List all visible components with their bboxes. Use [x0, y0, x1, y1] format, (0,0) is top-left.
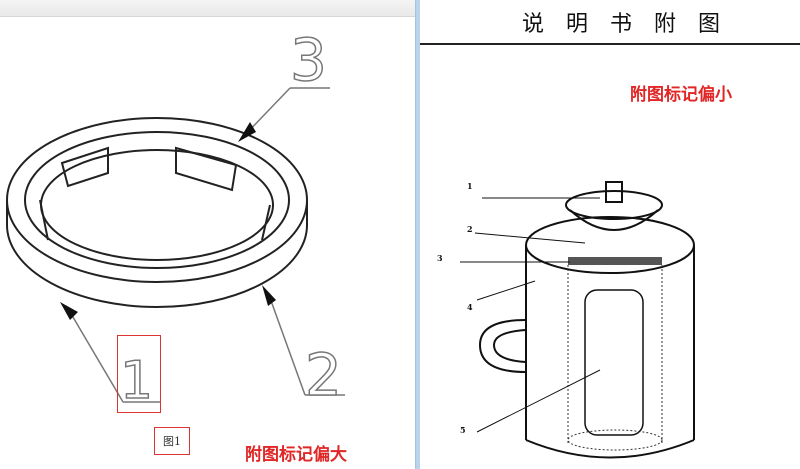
- left-document-page: 3 2 1 图1 附图标记偏大: [0, 0, 415, 465]
- figure-caption: 图1: [154, 427, 190, 455]
- reference-label-3: 3: [437, 253, 443, 263]
- svg-text:1: 1: [120, 351, 153, 411]
- annotation-labels-too-small: 附图标记偏小: [630, 85, 732, 105]
- toolbar-edge: [0, 0, 415, 17]
- annotation-labels-too-large: 附图标记偏大: [245, 445, 347, 465]
- svg-text:2: 2: [305, 341, 342, 409]
- svg-text:3: 3: [290, 26, 327, 94]
- reference-label-4: 4: [467, 302, 473, 312]
- reference-label-1-highlight: [117, 335, 161, 413]
- reference-label-2: 2: [467, 224, 473, 234]
- reference-label-5: 5: [460, 425, 466, 435]
- right-document-page: 说明书附图 附图标记偏小: [420, 0, 800, 469]
- reference-label-1: 1: [467, 181, 473, 191]
- page-divider: [415, 0, 420, 469]
- cup-drawing: [460, 181, 695, 459]
- page-title: 说明书附图: [521, 12, 742, 37]
- ring-drawing: 3 2 1: [6, 25, 345, 412]
- title-rule: [420, 43, 800, 45]
